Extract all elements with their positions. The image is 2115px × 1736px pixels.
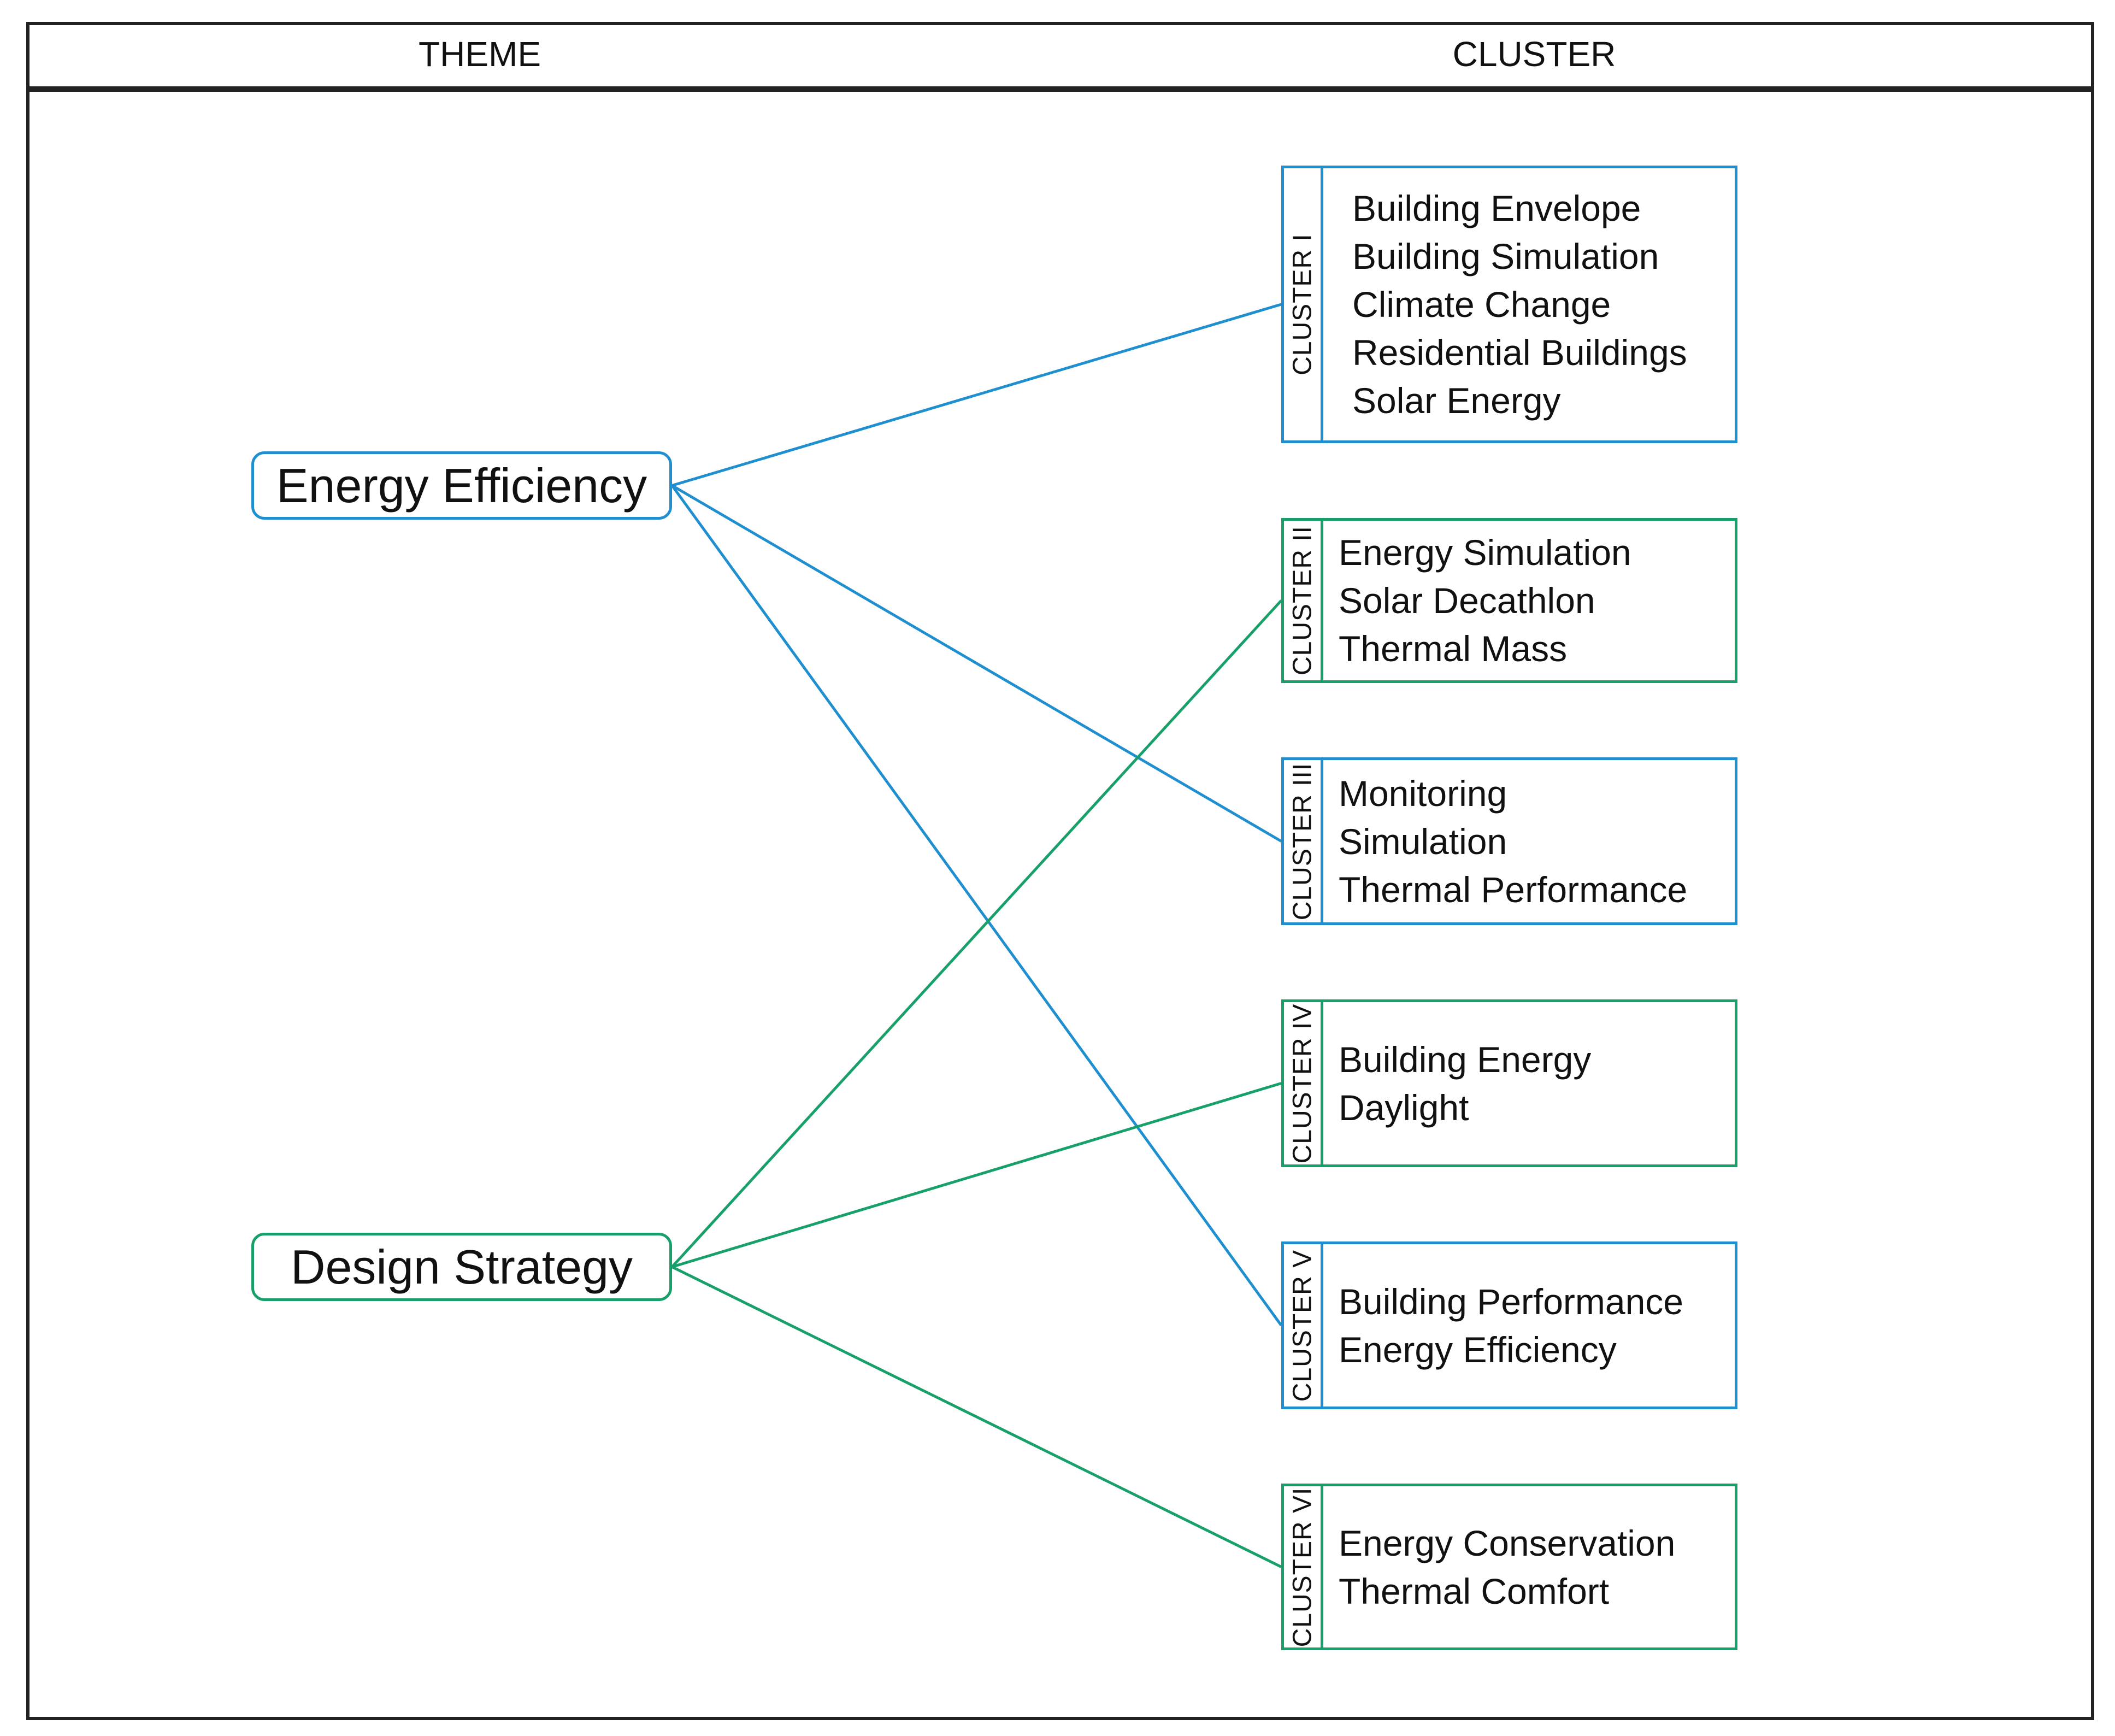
cluster-box-2: CLUSTER II Energy Simulation Solar Decat…	[1281, 518, 1737, 683]
header-row: THEME CLUSTER	[26, 22, 2094, 92]
connector-design-strategy-to-cluster-4	[671, 1082, 1282, 1268]
connector-design-strategy-to-cluster-6	[671, 1266, 1282, 1568]
cluster-item: Thermal Mass	[1339, 628, 1568, 669]
cluster-item: Building Energy	[1339, 1039, 1592, 1080]
cluster-tab-3: CLUSTER III	[1284, 760, 1323, 922]
cluster-item: Thermal Comfort	[1339, 1570, 1610, 1611]
cluster-tab-label-2: CLUSTER II	[1288, 525, 1317, 676]
cluster-box-5: CLUSTER V Building Performance Energy Ef…	[1281, 1241, 1737, 1409]
theme-node-design-strategy: Design Strategy	[251, 1233, 672, 1301]
connector-design-strategy-to-cluster-2	[671, 599, 1282, 1268]
cluster-box-6: CLUSTER VI Energy Conservation Thermal C…	[1281, 1484, 1737, 1650]
cluster-item: Climate Change	[1352, 284, 1611, 325]
cluster-item: Simulation	[1339, 821, 1507, 862]
cluster-items-6: Energy Conservation Thermal Comfort	[1339, 1486, 1730, 1647]
cluster-tab-label-1: CLUSTER I	[1288, 233, 1317, 375]
theme-node-energy-efficiency: Energy Efficiency	[251, 451, 672, 520]
cluster-tab-label-5: CLUSTER V	[1288, 1249, 1317, 1402]
cluster-item: Monitoring	[1339, 773, 1507, 814]
cluster-item: Energy Efficiency	[1339, 1329, 1617, 1370]
cluster-items-4: Building Energy Daylight	[1339, 1002, 1730, 1164]
cluster-tab-label-3: CLUSTER III	[1288, 762, 1317, 920]
cluster-item: Building Simulation	[1352, 236, 1659, 276]
cluster-item: Solar Energy	[1352, 380, 1561, 421]
cluster-item: Thermal Performance	[1339, 869, 1688, 910]
theme-column-header: THEME	[419, 34, 541, 74]
cluster-tab-5: CLUSTER V	[1284, 1244, 1323, 1407]
cluster-items-5: Building Performance Energy Efficiency	[1339, 1244, 1730, 1407]
cluster-item: Residential Buildings	[1352, 332, 1687, 373]
cluster-item: Daylight	[1339, 1087, 1469, 1128]
cluster-tab-label-4: CLUSTER IV	[1288, 1003, 1317, 1163]
cluster-item: Building Envelope	[1352, 188, 1641, 228]
theme-label-energy-efficiency: Energy Efficiency	[276, 458, 647, 513]
cluster-tab-2: CLUSTER II	[1284, 521, 1323, 680]
connector-energy-efficiency-to-cluster-3	[671, 484, 1282, 843]
cluster-box-1: CLUSTER I Building Envelope Building Sim…	[1281, 166, 1737, 443]
cluster-item: Solar Decathlon	[1339, 580, 1595, 621]
connector-energy-efficiency-to-cluster-5	[670, 485, 1283, 1326]
cluster-box-4: CLUSTER IV Building Energy Daylight	[1281, 999, 1737, 1167]
cluster-item: Building Performance	[1339, 1281, 1683, 1322]
cluster-item: Energy Simulation	[1339, 532, 1631, 573]
cluster-item: Energy Conservation	[1339, 1522, 1676, 1563]
cluster-items-2: Energy Simulation Solar Decathlon Therma…	[1339, 521, 1730, 680]
diagram-frame	[26, 22, 2094, 1720]
cluster-column-header: CLUSTER	[1452, 34, 1616, 74]
cluster-items-1: Building Envelope Building Simulation Cl…	[1352, 168, 1730, 440]
cluster-tab-1: CLUSTER I	[1284, 168, 1323, 440]
cluster-tab-6: CLUSTER VI	[1284, 1486, 1323, 1647]
cluster-tab-4: CLUSTER IV	[1284, 1002, 1323, 1164]
connector-energy-efficiency-to-cluster-1	[671, 303, 1282, 487]
cluster-tab-label-6: CLUSTER VI	[1288, 1487, 1317, 1647]
cluster-box-3: CLUSTER III Monitoring Simulation Therma…	[1281, 757, 1737, 925]
cluster-items-3: Monitoring Simulation Thermal Performanc…	[1339, 760, 1730, 922]
theme-label-design-strategy: Design Strategy	[290, 1240, 633, 1294]
